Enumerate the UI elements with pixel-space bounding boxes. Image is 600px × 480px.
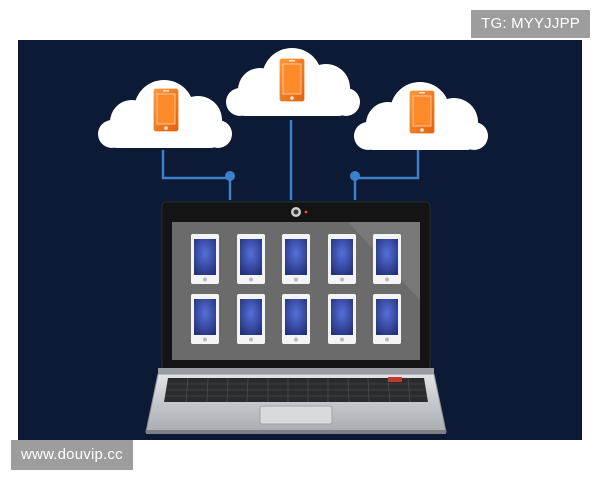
tablet-icon <box>237 234 265 284</box>
tablet-icon <box>328 234 356 284</box>
smartphone-icon <box>152 87 180 133</box>
cloud-icon <box>226 48 360 116</box>
tablet-icon <box>191 294 219 344</box>
cloud-icon <box>98 80 232 148</box>
smartphone-icon <box>408 89 436 135</box>
tablet-icon <box>282 234 310 284</box>
cloud-icon <box>354 82 488 150</box>
illustration-panel <box>18 40 582 440</box>
tablet-icon <box>237 294 265 344</box>
connector-lines <box>161 120 420 200</box>
tablet-icon <box>191 234 219 284</box>
tablet-icon <box>373 234 401 284</box>
tablet-icon <box>328 294 356 344</box>
tablet-icon <box>282 294 310 344</box>
watermark-url: www.douvip.cc <box>11 440 133 470</box>
smartphone-icon <box>278 57 306 103</box>
watermark-tg: TG: MYYJJPP <box>471 10 590 38</box>
cloud-laptop-illustration <box>98 48 488 434</box>
tablet-icon <box>373 294 401 344</box>
laptop-icon <box>145 201 447 434</box>
webcam-icon <box>291 207 308 217</box>
